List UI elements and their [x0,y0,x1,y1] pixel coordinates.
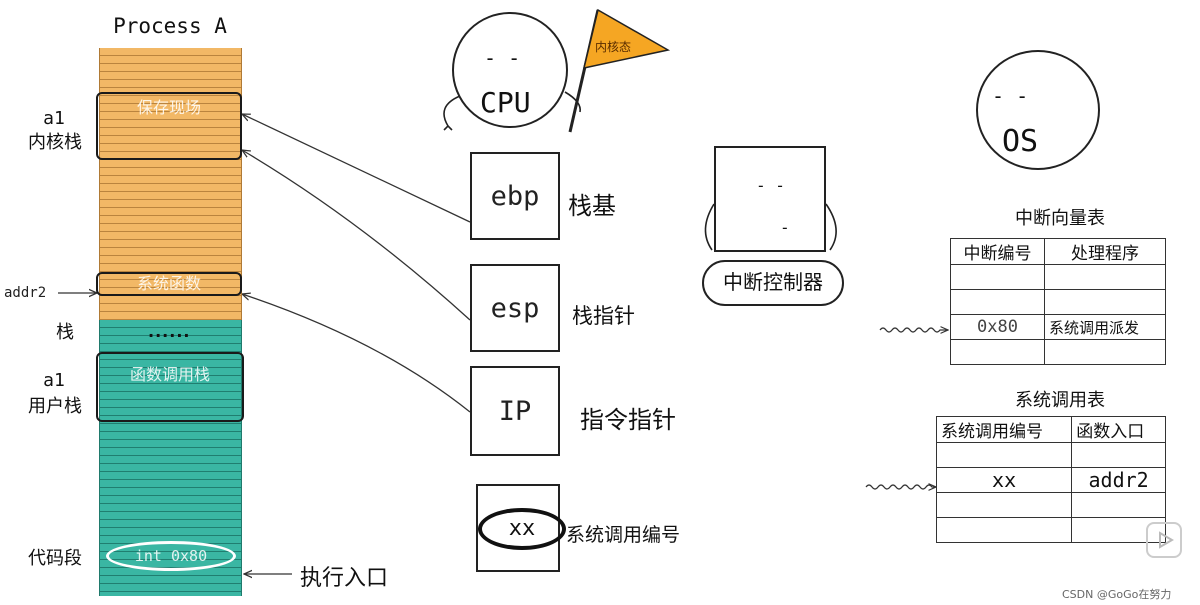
stack-label: 栈 [56,322,74,343]
ip-register: IP [470,366,560,456]
ivt-cell [1044,289,1166,315]
flag-icon [582,8,671,69]
syscall-cell [935,517,1073,543]
watermark: CSDN @GoGo在努力 [1062,588,1172,601]
save-context-frame: 保存现场 [96,92,242,160]
ip-label: 指令指针 [580,406,676,434]
table-row: xx addr2 [935,467,1166,493]
syscall-cell [1071,442,1166,468]
table-row [949,289,1166,315]
sys-function-frame: 系统函数 [96,272,242,296]
entry-label: 执行入口 [300,566,389,591]
code-segment-label: 代码段 [28,548,82,569]
ebp-arrow [242,114,471,223]
syscall-cell [1071,492,1166,518]
play-icon[interactable] [1146,522,1182,558]
user-stack-label: 用户栈 [28,396,82,417]
table-row [935,517,1166,543]
ivt-cell: 0x80 [949,314,1046,340]
func-call-stack-frame: 函数调用栈 [96,352,244,422]
play-triangle-icon [1159,531,1174,549]
os-label: OS [1002,124,1039,159]
interrupt-controller-mouth: - [780,218,790,237]
table-row [935,492,1166,518]
interrupt-controller-arms [704,203,837,251]
syscall-header-cell: 函数入口 [1071,416,1166,443]
ivt-cell: 系统调用派发 [1044,314,1166,340]
interrupt-controller-eyes: - - [756,176,785,195]
interrupt-controller-label: 中断控制器 [702,260,844,306]
os-eyes: - - [992,84,1029,108]
user-stack-label-a1: a1 [34,370,74,392]
cpu-face [452,12,568,128]
ebp-register: ebp [470,152,560,240]
syscall-header-cell: 系统调用编号 [935,416,1073,443]
table-row [935,442,1166,468]
os-face [976,50,1100,170]
esp-arrow [242,150,471,321]
esp-register: esp [470,264,560,352]
kernel-mode-flag-label: 内核态 [595,40,632,54]
table-row: 0x80 系统调用派发 [949,314,1166,340]
interrupt-vector-table: 中断编号 处理程序 0x80 系统调用派发 [949,238,1166,365]
syscall-wavy-arrow [865,485,936,489]
cropped-subtitle-strip [440,596,770,605]
ebp-label: 栈基 [568,192,616,220]
cpu-label: CPU [480,86,531,119]
cpu-eyes: - - [484,46,521,70]
ip-arrow [242,294,471,413]
ivt-wavy-arrow [879,328,948,332]
process-title: Process A [113,14,227,38]
int-instruction: int 0x80 [106,541,236,571]
syscall-cell: addr2 [1071,467,1166,493]
kernel-stack-label: 内核栈 [28,132,82,153]
table-row [949,339,1166,365]
ivt-cell [1044,264,1166,290]
addr2-label: addr2 [4,285,47,301]
kernel-stack-label-a1: a1 [34,108,74,130]
syscall-cell [935,492,1073,518]
syscall-number-value: xx [478,508,566,550]
ivt-header-cell: 处理程序 [1044,238,1166,265]
syscall-cell: xx [935,467,1073,493]
kernel-stack-a1: a1 [43,108,65,129]
ivt-header-cell: 中断编号 [949,238,1046,265]
ivt-title: 中断向量表 [1015,208,1105,229]
ivt-cell [1044,339,1166,365]
ivt-header-row: 中断编号 处理程序 [949,238,1166,265]
ivt-cell [949,339,1046,365]
ivt-cell [949,289,1046,315]
syscall-header-row: 系统调用编号 函数入口 [935,416,1166,443]
user-stack-a1: a1 [43,370,65,391]
cpu-left-arm [443,95,461,131]
syscall-cell [935,442,1073,468]
syscall-cell [1071,517,1166,543]
table-row [949,264,1166,290]
ivt-cell [949,264,1046,290]
cpu-arms-and-flag [443,8,671,133]
syscall-table: 系统调用编号 函数入口 xx addr2 [935,416,1166,543]
syscall-number-label: 系统调用编号 [566,524,681,546]
stack-ellipsis: ...... [148,322,191,341]
interrupt-controller-box [714,146,826,252]
syscall-table-title: 系统调用表 [1015,390,1105,411]
esp-label: 栈指针 [572,304,635,328]
